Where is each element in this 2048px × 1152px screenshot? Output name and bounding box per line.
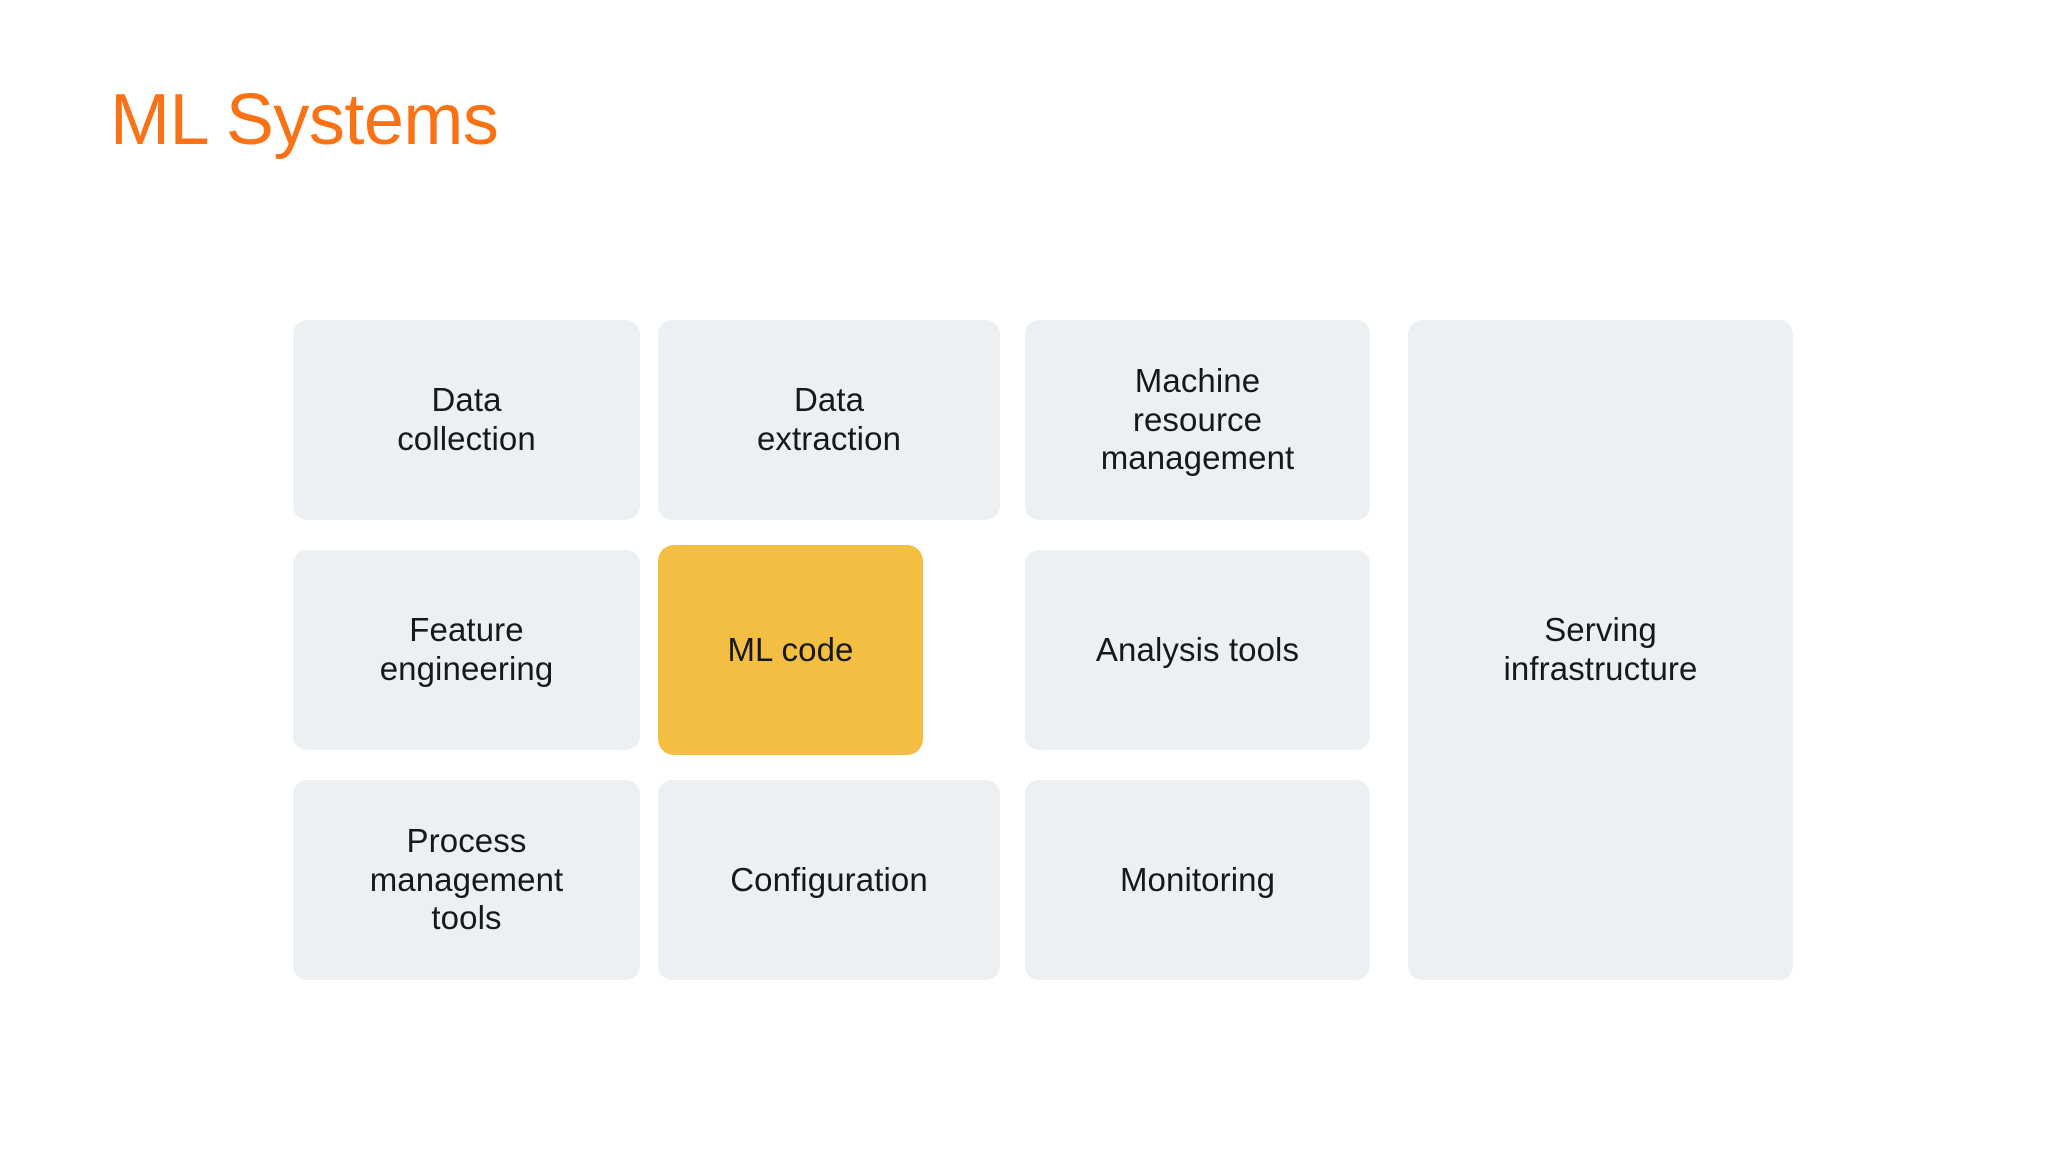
diagram-column-3: Machine resource management Analysis too… [1025, 320, 1370, 980]
node-analysis-tools[interactable]: Analysis tools [1025, 550, 1370, 750]
node-label: Data collection [397, 381, 536, 457]
node-label: Analysis tools [1095, 630, 1300, 668]
node-label: Configuration [730, 860, 928, 898]
node-data-extraction[interactable]: Data extraction [658, 320, 1000, 520]
diagram-column-2: Data extraction ML code Configuration [658, 320, 1000, 980]
node-label: Feature engineering [379, 611, 554, 687]
node-monitoring[interactable]: Monitoring [1025, 780, 1370, 980]
ml-systems-diagram: Data collection Feature engineering Proc… [293, 320, 1793, 980]
node-label: Monitoring [1119, 860, 1276, 898]
node-process-management-tools[interactable]: Process management tools [293, 780, 640, 980]
node-data-collection[interactable]: Data collection [293, 320, 640, 520]
page-title: ML Systems [110, 80, 499, 160]
diagram-column-1: Data collection Feature engineering Proc… [293, 320, 640, 980]
node-ml-code[interactable]: ML code [658, 545, 923, 755]
node-label: ML code [727, 630, 854, 668]
node-label: Process management tools [369, 821, 564, 937]
node-machine-resource-management[interactable]: Machine resource management [1025, 320, 1370, 520]
node-serving-infrastructure[interactable]: Serving infrastructure [1408, 320, 1793, 980]
node-feature-engineering[interactable]: Feature engineering [293, 550, 640, 750]
diagram-column-4: Serving infrastructure [1408, 320, 1793, 980]
node-label: Machine resource management [1100, 361, 1295, 477]
node-label: Data extraction [756, 381, 902, 457]
node-configuration[interactable]: Configuration [658, 780, 1000, 980]
node-label: Serving infrastructure [1503, 611, 1698, 687]
